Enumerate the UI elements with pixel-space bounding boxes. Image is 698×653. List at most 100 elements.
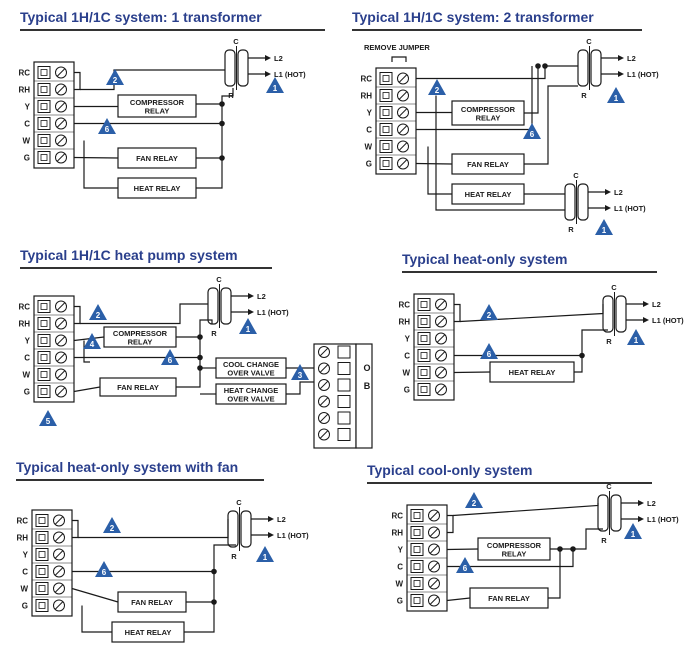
screw-slot <box>54 601 64 610</box>
terminal-label: Y <box>25 103 31 112</box>
panel-title-p1: Typical 1H/1C system: 1 transformer <box>20 9 262 25</box>
screw-slot <box>56 136 66 145</box>
jumper-wire <box>454 303 461 323</box>
wire <box>524 85 578 165</box>
note-badge-number: 2 <box>96 311 101 320</box>
note-badge-number: 1 <box>273 84 278 93</box>
terminal-label: C <box>24 120 30 129</box>
terminal-square <box>417 298 431 311</box>
screw-slot <box>319 413 329 423</box>
relay-label: FAN RELAY <box>488 594 530 603</box>
terminal-square-inner <box>38 585 46 592</box>
wire <box>446 597 471 602</box>
note-badge-number: 5 <box>46 417 51 426</box>
note-badge-icon <box>266 77 284 93</box>
note-badge-icon <box>480 343 498 359</box>
terminal-label: Y <box>405 335 411 344</box>
transformer-coil <box>590 49 602 87</box>
wire <box>80 303 208 325</box>
screw-slot <box>429 511 439 520</box>
screw-slot <box>319 347 329 357</box>
wire <box>78 519 229 539</box>
panel-title-p3: Typical 1H/1C heat pump system <box>20 247 238 263</box>
terminal-square <box>337 378 351 392</box>
note-badge-icon <box>456 557 474 573</box>
relay-label: COMPRESSOR <box>113 329 168 338</box>
valve-terminal-side <box>355 343 373 449</box>
transformer-l1-label: L1 (HOT) <box>652 316 684 325</box>
screw-slot <box>436 351 446 360</box>
wire <box>447 549 574 568</box>
transformer-r-label: R <box>601 536 607 545</box>
arrow-icon <box>268 516 274 522</box>
transformer-coil <box>237 49 249 87</box>
junction-dot <box>211 568 217 575</box>
relay-label: HEAT CHANGE <box>224 386 278 395</box>
terminal-square <box>379 106 393 119</box>
transformer-l2-label: L2 <box>257 292 266 301</box>
wire <box>524 66 539 114</box>
arrow-icon <box>638 516 644 522</box>
note-badge-number: 6 <box>105 125 110 134</box>
terminal-label: W <box>395 580 403 589</box>
note-badge-icon <box>89 304 107 320</box>
terminal-label: Y <box>367 109 373 118</box>
terminal-square <box>410 509 424 522</box>
terminal-square <box>417 383 431 396</box>
terminal-square <box>379 157 393 170</box>
terminal-square-inner <box>413 597 421 604</box>
relay-label: RELAY <box>476 113 501 122</box>
screw-slot <box>56 319 66 328</box>
terminal-square-inner <box>420 386 428 393</box>
terminal-square <box>337 411 351 425</box>
wire <box>427 146 452 195</box>
note-badge-icon <box>95 561 113 577</box>
terminal-label: W <box>22 371 30 380</box>
wire <box>73 386 101 393</box>
title-underline <box>20 29 325 31</box>
arrow-icon <box>265 55 271 61</box>
valve-label-b: B <box>364 381 371 391</box>
screw-slot <box>398 125 408 134</box>
terminal-label: W <box>364 143 372 152</box>
terminal-square-inner <box>40 320 48 327</box>
wire <box>452 503 599 517</box>
arrow-icon <box>618 71 624 77</box>
note-badge-number: 1 <box>614 94 619 103</box>
screw-slot <box>56 102 66 111</box>
terminal-square <box>417 315 431 328</box>
terminal-square <box>37 151 51 164</box>
wire <box>83 140 118 189</box>
terminal-square <box>35 582 49 595</box>
jumper-icon <box>391 56 407 62</box>
note-badge-number: 2 <box>487 311 492 320</box>
arrow-icon <box>248 309 254 315</box>
terminal-label: G <box>404 386 410 395</box>
panel-title-p4: Typical heat-only system <box>402 251 568 267</box>
terminal-square <box>37 334 51 347</box>
terminal-label: RC <box>18 69 30 78</box>
note-badge-icon <box>239 318 257 334</box>
terminal-square-inner <box>420 301 428 308</box>
transformer-coil <box>577 183 589 221</box>
terminal-square-inner <box>420 335 428 342</box>
note-badge-icon <box>106 69 124 85</box>
terminal-square-inner <box>40 371 48 378</box>
terminal-square <box>417 366 431 379</box>
wire <box>435 95 565 211</box>
transformer-coil <box>220 287 232 325</box>
transformer-c-label: C <box>233 37 239 46</box>
transformer-l2-label: L2 <box>274 54 283 63</box>
terminal-square-inner <box>40 69 48 76</box>
relay-label: COMPRESSOR <box>461 105 516 114</box>
terminal-label: RC <box>16 517 28 526</box>
terminal-square-inner <box>40 303 48 310</box>
wire <box>446 548 479 551</box>
transformer-l1-label: L1 (HOT) <box>614 204 646 213</box>
terminal-square <box>37 368 51 381</box>
terminal-label: W <box>22 137 30 146</box>
terminal-square <box>37 117 51 130</box>
title-underline <box>352 29 642 31</box>
terminal-square-inner <box>38 551 46 558</box>
